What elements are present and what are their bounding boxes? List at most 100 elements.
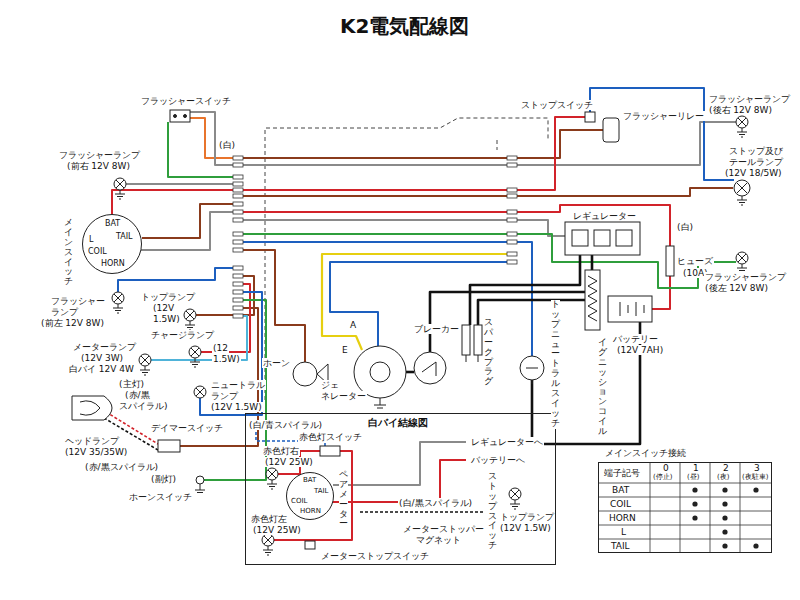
vertical-label: トップニュートラルスイッチ xyxy=(551,300,560,429)
component-symbol xyxy=(603,118,619,142)
orange-wire xyxy=(190,118,233,158)
table-cell: 1 xyxy=(692,463,700,473)
component-symbol xyxy=(305,541,315,549)
brown-wire xyxy=(517,130,603,158)
wire-connector xyxy=(233,218,243,222)
part-label: (12V 1.5W) xyxy=(210,402,263,412)
wire-connector xyxy=(233,274,243,278)
orange-wire xyxy=(190,118,233,158)
component-symbol xyxy=(158,440,180,452)
table-cell: (昼) xyxy=(686,473,700,481)
part-label: (前右 12V 8W) xyxy=(66,161,131,171)
enclosure-dashed xyxy=(497,140,498,150)
part-label: レギュレーターへ xyxy=(470,437,544,447)
table-grid xyxy=(598,462,772,553)
blue-wire xyxy=(118,88,734,415)
wire-connector xyxy=(233,290,243,294)
lamp-symbol xyxy=(510,490,520,509)
table-cell: (夜) xyxy=(716,473,730,481)
wire-connector xyxy=(233,156,243,160)
table-cell: L xyxy=(620,527,627,537)
table-dot xyxy=(753,487,758,492)
table-dot xyxy=(722,515,727,520)
table-dot xyxy=(692,487,758,548)
part-label: (白) xyxy=(218,140,236,150)
vertical-label: ペアメーター xyxy=(339,470,348,529)
lamp-symbol xyxy=(736,116,748,137)
component-symbol xyxy=(184,115,187,118)
part-label: フラッシャーランプ xyxy=(58,150,141,160)
table-cell: TAIL xyxy=(610,541,631,551)
table-cell: HORN xyxy=(608,513,637,523)
wire-connector xyxy=(507,163,517,167)
wire-connector xyxy=(233,232,243,236)
component-symbol xyxy=(422,362,436,376)
part-label: (12V xyxy=(152,303,175,313)
vertical-label: メインスイッチ xyxy=(64,218,73,287)
brown-wire xyxy=(243,250,305,362)
part-label: 赤色灯右 xyxy=(262,446,300,456)
terminal-label: L xyxy=(89,236,93,245)
vertical-label: イグニッションコイル xyxy=(598,338,607,437)
vertical-label: スパークプラグ xyxy=(484,318,493,387)
part-label: メーターストップスイッチ xyxy=(320,551,430,561)
part-label: ヒューズ xyxy=(676,256,714,266)
part-label: テールランプ xyxy=(728,157,784,167)
part-label: (赤/黒スパイラル) xyxy=(84,462,159,472)
vertical-label: ストップスイッチ xyxy=(488,472,497,551)
component-symbol xyxy=(196,476,204,484)
component-symbol xyxy=(370,362,390,382)
black-wire xyxy=(470,255,580,325)
lamp-symbol xyxy=(262,534,274,555)
table-cell: BAT xyxy=(611,485,630,495)
spiral-wire xyxy=(360,511,484,513)
part-label: チャージランプ xyxy=(150,330,215,340)
component-symbol xyxy=(474,325,482,355)
part-label: トップランプ xyxy=(140,292,196,302)
part-label: フラッシャー xyxy=(50,296,106,306)
green-wire xyxy=(204,300,266,480)
brown-wire xyxy=(243,195,507,197)
lamp-symbol xyxy=(509,488,521,509)
terminal-label: TAIL xyxy=(116,233,133,242)
wire-connector xyxy=(233,240,243,244)
wire-connector xyxy=(233,194,243,198)
part-label: A xyxy=(349,320,357,330)
wire-connector xyxy=(233,298,243,302)
wire-connector xyxy=(507,194,517,198)
table-dot xyxy=(753,543,758,548)
part-label: 赤色灯左 xyxy=(250,514,288,524)
table-grid xyxy=(598,483,772,539)
part-label: (12 xyxy=(212,343,229,353)
part-label: (12V 1.5W) xyxy=(499,523,552,533)
component-symbol xyxy=(170,110,190,122)
red-wire xyxy=(243,189,507,191)
part-label: マグネット xyxy=(415,535,462,545)
black-wire xyxy=(406,255,640,444)
component-symbol xyxy=(616,230,632,246)
grey-wire xyxy=(243,164,507,166)
part-label: (12V 3W) xyxy=(80,353,124,363)
terminal-label: HORN xyxy=(101,260,125,269)
part-label: メーターストッパー xyxy=(402,524,485,534)
wire-connector xyxy=(507,218,517,222)
lamp-symbol xyxy=(115,180,125,199)
part-label: レギュレーター xyxy=(572,211,637,221)
lamp-symbol xyxy=(737,183,747,205)
lamp-symbol xyxy=(112,292,124,313)
lamp-symbol xyxy=(113,294,123,313)
grey-wire xyxy=(141,212,233,250)
component-symbol xyxy=(565,222,640,255)
table-cell: 3 xyxy=(753,463,761,473)
component-symbol xyxy=(466,355,478,362)
part-label: フラッシャーランプ xyxy=(704,272,787,282)
part-label: ストップスイッチ xyxy=(520,100,594,110)
lamp-symbol xyxy=(139,354,151,375)
enclosure-dashed xyxy=(265,118,548,400)
wire-connector xyxy=(233,156,517,318)
red-wire xyxy=(652,276,670,309)
grey-wire xyxy=(190,112,233,165)
wire-connector xyxy=(233,175,243,179)
